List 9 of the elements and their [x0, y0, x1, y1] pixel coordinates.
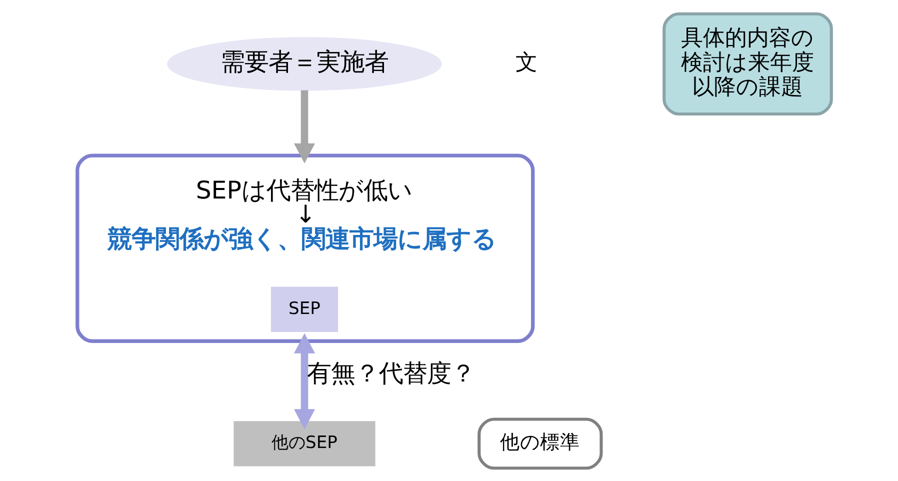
node-ellipse: 需要者＝実施者 — [166, 36, 442, 90]
node-box: 他のSEP — [233, 420, 375, 466]
node-box: 具体的内容の検討は来年度以降の課題 — [662, 12, 832, 116]
edge-label: 有無？代替度？ — [306, 358, 475, 387]
node-box: 他の標準 — [477, 417, 602, 470]
arrow — [293, 332, 315, 429]
arrow — [293, 90, 315, 163]
label: 文 — [515, 50, 538, 75]
node-box: SEP — [270, 286, 338, 332]
